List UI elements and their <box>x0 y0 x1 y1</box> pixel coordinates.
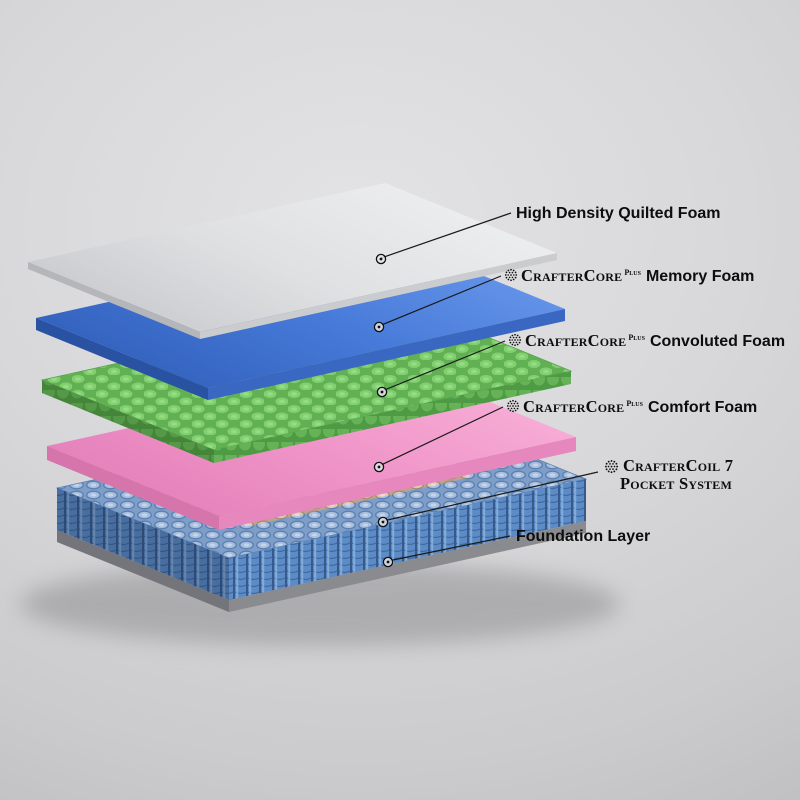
brand-name: CrafterCore <box>523 397 624 416</box>
target-marker <box>373 461 385 473</box>
foundation-layer <box>57 521 586 612</box>
brand-plus: Plus <box>628 333 645 342</box>
target-marker <box>382 556 394 568</box>
brand-name: CrafterCore <box>521 266 622 285</box>
label-foundation: Foundation Layer <box>516 528 650 545</box>
layer-name: Memory Foam <box>646 268 754 285</box>
brand-plus: Plus <box>626 399 643 408</box>
label-pocket-coil: CrafterCoil 7 Pocket System <box>604 456 733 493</box>
target-marker <box>377 516 389 528</box>
craftercoil-logo-icon <box>604 459 619 474</box>
brand-name: CrafterCore <box>525 331 626 350</box>
target-marker <box>373 321 385 333</box>
craftercore-logo-icon <box>508 333 522 347</box>
quilted-foam-layer <box>28 183 557 339</box>
coil-label-line1: CrafterCoil 7 <box>623 456 733 475</box>
layer-name: Convoluted Foam <box>650 333 785 350</box>
target-marker <box>375 253 387 265</box>
brand-plus: Plus <box>624 268 641 277</box>
coil-label-line2: Pocket System <box>620 474 732 493</box>
label-quilted-foam: High Density Quilted Foam <box>516 205 720 222</box>
callout-lines <box>373 212 599 568</box>
target-marker <box>376 386 388 398</box>
layer-name: Comfort Foam <box>648 399 757 416</box>
